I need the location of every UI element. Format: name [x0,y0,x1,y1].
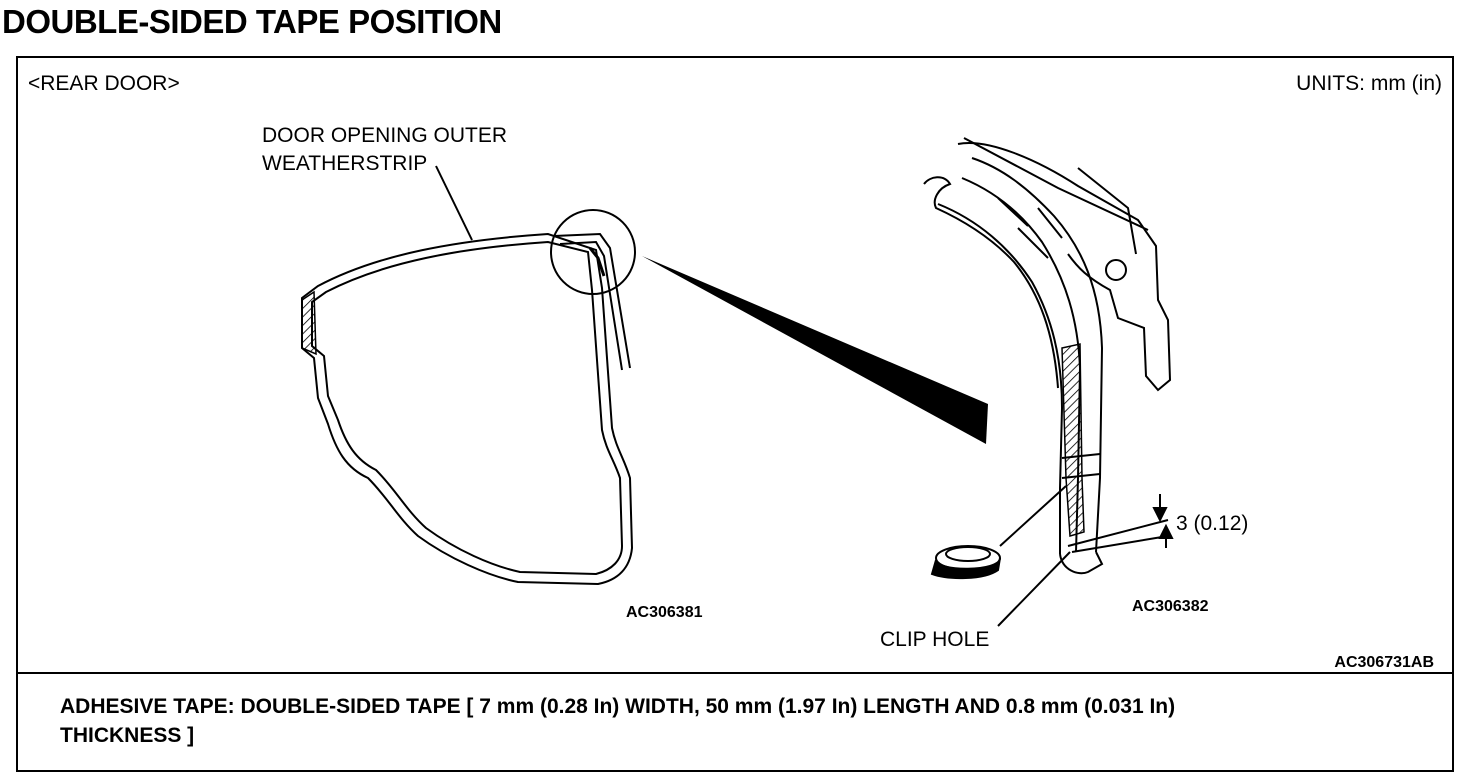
door-opening-outline [301,232,634,586]
tape-roll-icon [930,485,1067,580]
figure-code-right: AC306382 [1132,598,1209,615]
weatherstrip-tail [553,232,631,371]
adhesive-tape-note-line2: THICKNESS ] [60,724,195,747]
weatherstrip-hatched-section [301,290,317,356]
clip-hole-label: CLIP HOLE [880,628,990,651]
diagram-frame: <REAR DOOR> UNITS: mm (in) DOOR OPENING … [16,56,1454,772]
figure-code-left: AC306381 [626,604,703,621]
weatherstrip-label-line1: DOOR OPENING OUTER [262,124,508,147]
diagram-figure [301,137,1174,627]
frame-divider [18,672,1452,674]
detail-circle [550,209,636,295]
adhesive-tape-note: ADHESIVE TAPE: DOUBLE-SIDED TAPE [ 7 mm … [60,692,1420,750]
figure-code-overall: AC306731AB [1334,654,1434,671]
pillar-detail [923,137,1172,575]
dimension-label: 3 (0.12) [1176,512,1249,535]
weatherstrip-label-line2: WEATHERSTRIP [262,152,428,175]
page-title: DOUBLE-SIDED TAPE POSITION [2,3,502,40]
pillar-tape-hatched [1061,343,1085,537]
magnification-wedge [642,256,988,444]
units-label: UNITS: mm (in) [1296,72,1442,95]
weatherstrip-leader [435,165,473,241]
clip-hole-leader [997,551,1071,627]
section-label: <REAR DOOR> [28,72,180,95]
adhesive-tape-note-line1: ADHESIVE TAPE: DOUBLE-SIDED TAPE [ 7 mm … [60,695,1176,718]
dimension-arrows [1152,494,1174,548]
